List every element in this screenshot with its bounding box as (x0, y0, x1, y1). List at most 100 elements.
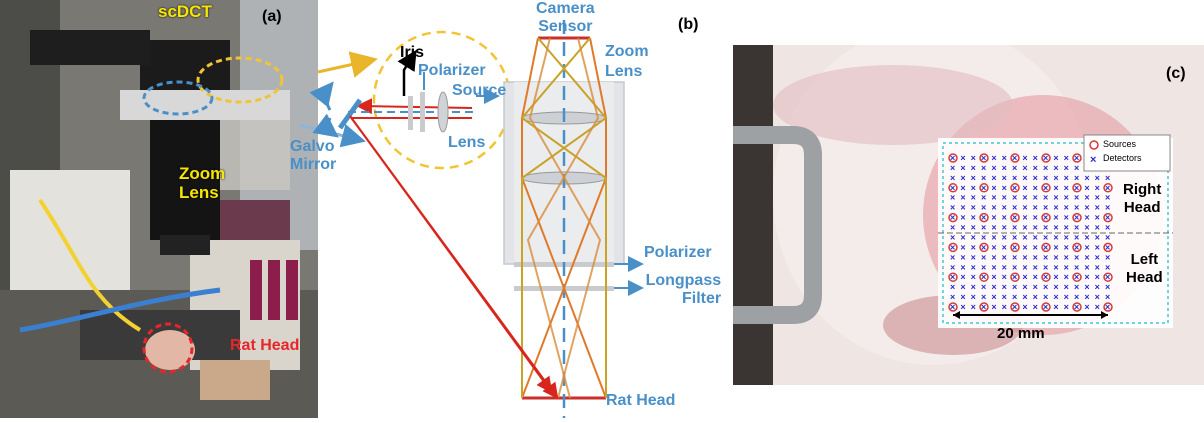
lens-label: Lens (448, 134, 486, 151)
detector-marker: × (991, 173, 996, 183)
detector-marker: × (1105, 203, 1110, 213)
detector-marker: × (1105, 302, 1110, 312)
detector-marker: × (1002, 262, 1007, 272)
detector-marker: × (1053, 223, 1058, 233)
detector-marker: × (1033, 213, 1038, 223)
detector-marker: × (950, 252, 955, 262)
detector-marker: × (1095, 193, 1100, 203)
detector-marker: × (960, 292, 965, 302)
detector-marker: × (1022, 232, 1027, 242)
detector-marker: × (1002, 173, 1007, 183)
source-marker (1010, 153, 1020, 163)
longpass-filter-label: Longpass Filter (644, 272, 722, 308)
detector-marker: × (981, 163, 986, 173)
left-head-label-line2: Head (1126, 269, 1163, 286)
detector-marker: × (1095, 292, 1100, 302)
detector-marker: × (1105, 262, 1110, 272)
detector-marker: × (1012, 203, 1017, 213)
detector-marker: × (1064, 213, 1069, 223)
detector-marker: × (1064, 173, 1069, 183)
detector-marker: × (971, 252, 976, 262)
detector-marker: × (1002, 223, 1007, 233)
detector-marker: × (971, 242, 976, 252)
detector-marker: × (1105, 242, 1110, 252)
source-marker (1041, 242, 1051, 253)
detector-marker: × (991, 242, 996, 252)
detector-marker: × (1022, 262, 1027, 272)
detector-marker: × (1012, 292, 1017, 302)
camera-sensor-label: Camera Sensor (536, 0, 595, 36)
head-clamp (733, 126, 822, 324)
source-marker (1041, 212, 1051, 223)
scanning-beams (349, 115, 559, 400)
detector-marker: × (1084, 272, 1089, 282)
detector-marker: × (991, 292, 996, 302)
detector-marker: × (1002, 193, 1007, 203)
detector-marker: × (960, 302, 965, 312)
iris-arrow (397, 49, 417, 96)
zoom-lens-diagram-label-line1: Zoom (605, 43, 649, 60)
detector-marker: × (1074, 163, 1079, 173)
detector-marker: × (1084, 223, 1089, 233)
detector-marker: × (1033, 153, 1038, 163)
source-detector-grid: ××××××××××××××××××××××××××××××××××××××××… (948, 153, 1113, 312)
panel-c-tag: (c) (1166, 65, 1186, 82)
detector-marker: × (1022, 223, 1027, 233)
detector-marker: × (960, 282, 965, 292)
detector-marker: × (1105, 223, 1110, 233)
source-lens-element (437, 91, 449, 133)
detector-marker: × (1074, 183, 1079, 193)
detector-marker: × (1012, 302, 1017, 312)
detector-marker: × (1002, 163, 1007, 173)
detector-marker: × (1043, 183, 1048, 193)
detector-marker: × (1012, 163, 1017, 173)
detector-marker: × (971, 232, 976, 242)
rat-head-photo: ××××××××××××××××××××××××××××××××××××××××… (733, 45, 1204, 385)
galvo-rotation-arrow-up (309, 81, 334, 111)
detector-marker: × (1043, 252, 1048, 262)
detector-marker: × (1053, 252, 1058, 262)
detector-marker: × (1053, 153, 1058, 163)
detector-marker: × (1043, 302, 1048, 312)
detector-marker: × (981, 282, 986, 292)
detector-marker: × (1105, 213, 1110, 223)
legend-source-marker (1089, 140, 1099, 150)
detector-marker: × (960, 193, 965, 203)
detector-marker: × (1074, 213, 1079, 223)
detector-marker: × (1064, 163, 1069, 173)
detector-marker: × (1012, 183, 1017, 193)
source-marker (979, 272, 989, 282)
detector-marker: × (1012, 282, 1017, 292)
detector-marker: × (991, 223, 996, 233)
detector-marker: × (1064, 292, 1069, 302)
galvo-mirror (337, 98, 363, 130)
photo-to-source-arrow (317, 51, 378, 78)
detector-marker: × (1095, 302, 1100, 312)
detector-marker: × (1022, 242, 1027, 252)
source-marker (1041, 183, 1051, 193)
detector-marker: × (1002, 153, 1007, 163)
detector-marker: × (1074, 153, 1079, 163)
longpass-filter-label-line1: Longpass (645, 272, 722, 289)
detector-marker: × (1002, 242, 1007, 252)
source-marker (1103, 302, 1113, 312)
detector-marker: × (981, 223, 986, 233)
detector-marker: × (960, 262, 965, 272)
source-marker (979, 242, 989, 253)
detector-marker: × (1033, 163, 1038, 173)
zoom-lens-diagram-label-line2: Lens (605, 63, 643, 80)
detector-marker: × (1033, 193, 1038, 203)
detector-marker: × (971, 203, 976, 213)
source-beam-upper (356, 98, 473, 115)
right-head-label-line1: Right (1123, 181, 1162, 198)
detector-marker: × (1033, 183, 1038, 193)
detector-marker: × (1084, 232, 1089, 242)
detector-marker: × (1043, 242, 1048, 252)
detector-marker: × (981, 262, 986, 272)
zoom-lens-photo-label: Zoom Lens (179, 164, 225, 202)
source-marker (1103, 212, 1113, 223)
detector-marker: × (981, 173, 986, 183)
detector-marker: × (1043, 153, 1048, 163)
imaging-rays (520, 37, 608, 399)
detector-marker: × (960, 242, 965, 252)
